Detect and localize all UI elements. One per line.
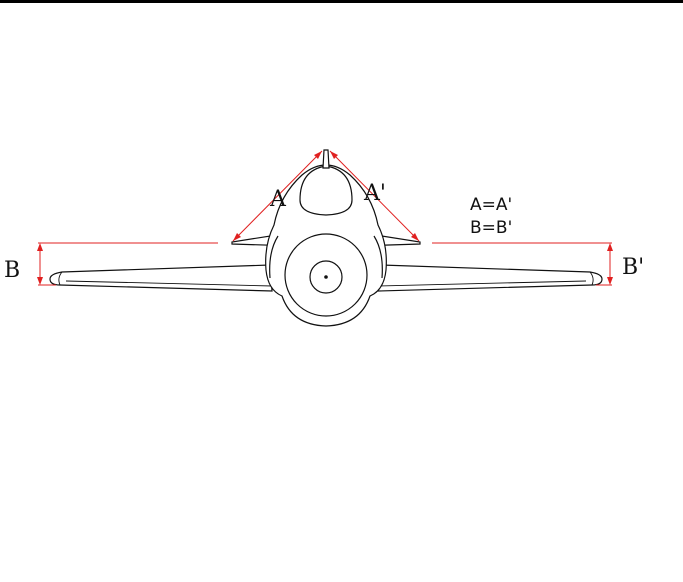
arrowhead-a-prime-upper — [330, 151, 338, 159]
vertical-fin — [322, 149, 330, 169]
spinner-center-dot — [324, 275, 328, 279]
equation-b: B=B' — [470, 218, 512, 238]
arrowhead-b-prime-upper — [607, 243, 613, 251]
right-wing-edge-line — [377, 280, 587, 287]
label-b: B — [4, 258, 20, 283]
left-wing — [49, 264, 273, 292]
arrowhead-b-prime-lower — [607, 277, 613, 285]
right-wingtip — [589, 271, 594, 286]
arrowhead-a-upper — [314, 151, 322, 159]
label-b-prime: B' — [622, 255, 644, 280]
dimension-lines — [37, 150, 613, 286]
right-intake-shoulder — [373, 235, 383, 279]
canopy — [299, 165, 353, 216]
dimension-line-a-prime — [329, 150, 420, 242]
arrowhead-b-upper — [37, 243, 43, 251]
right-wing — [377, 264, 603, 292]
arrowhead-b-lower — [37, 277, 43, 285]
label-a: A — [269, 187, 287, 212]
arrowhead-a-lower — [233, 233, 241, 241]
left-wing-edge-line — [65, 280, 273, 287]
left-intake-shoulder — [269, 235, 279, 279]
label-a-prime: A' — [363, 181, 386, 206]
dimension-line-a — [232, 150, 323, 242]
aircraft-outline — [49, 149, 603, 327]
top-border-rule — [0, 0, 683, 3]
left-wingtip — [58, 271, 63, 286]
equation-a: A=A' — [470, 195, 512, 215]
arrowhead-a-prime-lower — [411, 233, 419, 241]
